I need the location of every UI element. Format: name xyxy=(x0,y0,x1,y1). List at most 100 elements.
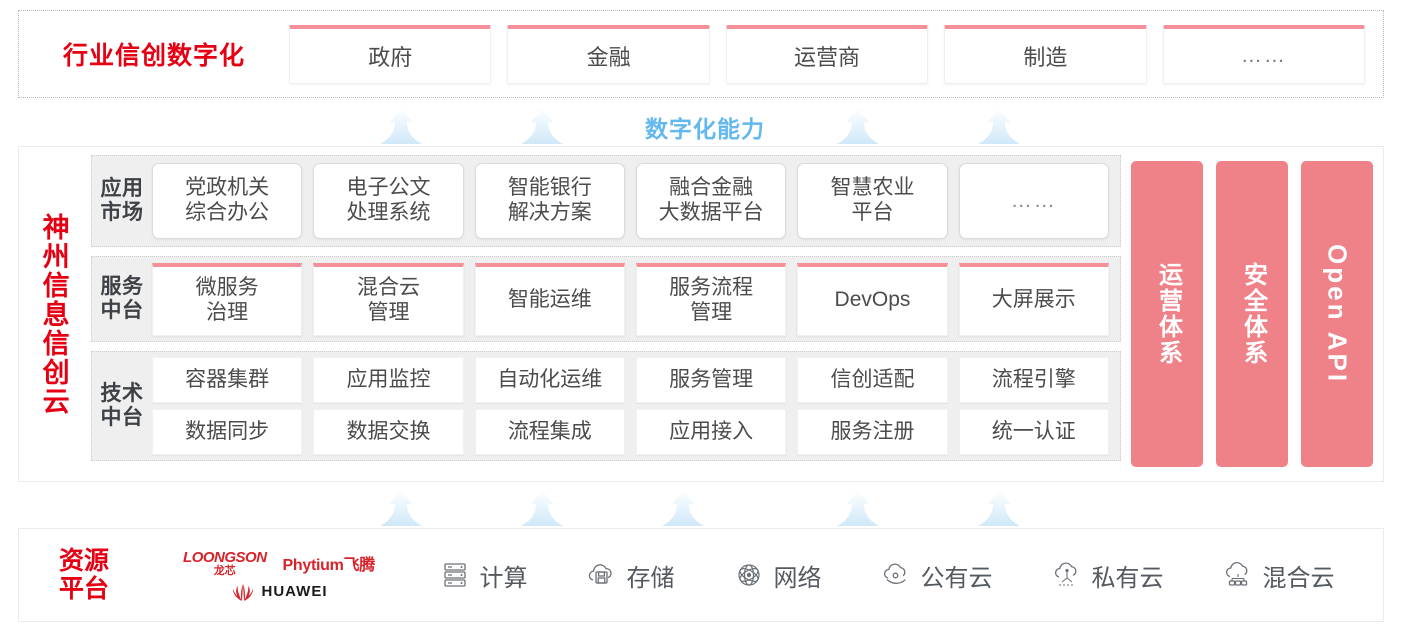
cell-line-2: 管理 xyxy=(690,300,733,324)
industry-box-government[interactable]: 政府 xyxy=(289,24,492,84)
cloud-title-char: 神州信息信创云 xyxy=(38,212,69,416)
technology-grid-row-1: 容器集群 应用监控 自动化运维 服务管理 信创适配 流程引擎 xyxy=(152,357,1109,403)
resource-item-storage[interactable]: 存储 xyxy=(585,558,675,593)
tech-cell-unified-auth[interactable]: 统一认证 xyxy=(958,409,1109,455)
tech-cell-automated-ops[interactable]: 自动化运维 xyxy=(474,357,625,403)
cell-line-2: 管理 xyxy=(367,300,410,324)
svc-cell-service-process-mgmt[interactable]: 服务流程管理 xyxy=(635,262,787,336)
pillar-open-api[interactable]: Open API xyxy=(1301,161,1373,467)
cell-line-1: 服务流程 xyxy=(669,275,754,299)
svc-cell-devops[interactable]: DevOps xyxy=(797,262,948,336)
label-line-2: 中台 xyxy=(100,406,144,429)
resource-item-label: 公有云 xyxy=(920,564,993,592)
technology-grid-row-2: 数据同步 数据交换 流程集成 应用接入 服务注册 统一认证 xyxy=(152,409,1109,455)
huawei-logo-text: HUAWEI xyxy=(261,583,328,600)
resource-title-line-2: 平台 xyxy=(58,575,109,603)
up-arrow-icon xyxy=(835,488,881,528)
cloud-section-title: 神州信息信创云 xyxy=(19,147,87,481)
cell-line-2: 治理 xyxy=(206,300,249,324)
pillar-label: 安全体系 xyxy=(1239,262,1267,366)
tech-cell-process-engine[interactable]: 流程引擎 xyxy=(958,357,1109,403)
svc-cell-microservice-governance[interactable]: 微服务治理 xyxy=(152,262,303,336)
tech-cell-xinchuang-adaptation[interactable]: 信创适配 xyxy=(797,357,948,403)
cell-line-1: 智能银行 xyxy=(507,176,592,200)
technology-platform-label: 技术 中台 xyxy=(92,382,152,429)
up-arrow-icon xyxy=(976,106,1022,146)
up-arrow-icon xyxy=(519,488,565,528)
resource-item-network[interactable]: 网络 xyxy=(732,558,822,593)
tech-cell-process-integration[interactable]: 流程集成 xyxy=(474,409,625,455)
loongson-logo: LOONGSON 龙芯 xyxy=(183,550,267,577)
resource-title-line-1: 资源 xyxy=(58,547,109,575)
service-platform-cells: 微服务治理 混合云管理 智能运维 服务流程管理 DevOps 大屏展示 xyxy=(152,262,1120,336)
phytium-logo: Phytium飞腾 xyxy=(282,557,376,574)
resource-item-public-cloud[interactable]: 公有云 xyxy=(879,558,993,593)
resource-item-hybrid-cloud[interactable]: 混合云 xyxy=(1221,558,1335,593)
industry-box-manufacturing[interactable]: 制造 xyxy=(944,24,1147,84)
tech-cell-data-sync[interactable]: 数据同步 xyxy=(152,409,303,455)
cell-line-2: 大数据平台 xyxy=(658,201,764,224)
pillar-operations-system[interactable]: 运营体系 xyxy=(1131,161,1203,467)
tech-cell-app-monitoring[interactable]: 应用监控 xyxy=(313,357,464,403)
pillar-security-system[interactable]: 安全体系 xyxy=(1216,161,1288,467)
tech-cell-data-exchange[interactable]: 数据交换 xyxy=(313,409,464,455)
technology-platform-grid: 容器集群 应用监控 自动化运维 服务管理 信创适配 流程引擎 数据同步 数据交换… xyxy=(152,357,1120,455)
application-market-label: 应用 市场 xyxy=(92,177,152,224)
service-platform-label: 服务 中台 xyxy=(92,275,152,322)
pillar-label: 运营体系 xyxy=(1154,262,1182,366)
private-cloud-icon xyxy=(1050,558,1084,592)
resource-item-list: 计算 存储 xyxy=(409,558,1383,593)
cloud-section: 神州信息信创云 应用 市场 党政机关综合办公 电子公文处理系统 xyxy=(18,146,1384,482)
app-cell-smart-agriculture[interactable]: 智慧农业平台 xyxy=(797,163,948,239)
resource-item-label: 计算 xyxy=(479,564,528,592)
app-cell-finance-bigdata[interactable]: 融合金融大数据平台 xyxy=(635,163,787,239)
app-cell-smart-bank[interactable]: 智能银行解决方案 xyxy=(474,163,625,239)
server-icon xyxy=(438,558,472,592)
tech-cell-service-mgmt[interactable]: 服务管理 xyxy=(635,357,787,403)
svc-cell-intelligent-ops[interactable]: 智能运维 xyxy=(474,262,625,336)
cloud-storage-icon xyxy=(585,558,619,592)
svc-cell-large-screen-display[interactable]: 大屏展示 xyxy=(958,262,1109,336)
pillar-label: Open API xyxy=(1322,243,1353,385)
cell-line-2: 解决方案 xyxy=(507,201,592,224)
application-market-cells: 党政机关综合办公 电子公文处理系统 智能银行解决方案 融合金融大数据平台 智慧农 xyxy=(152,163,1120,239)
app-cell-edoc-system[interactable]: 电子公文处理系统 xyxy=(313,163,464,239)
cell-line-1: 党政机关 xyxy=(185,176,270,200)
resource-arrow-band xyxy=(0,486,1402,528)
label-line-2: 中台 xyxy=(100,299,144,322)
tech-cell-service-registry[interactable]: 服务注册 xyxy=(797,409,948,455)
resource-item-compute[interactable]: 计算 xyxy=(438,558,528,593)
technology-platform-row: 技术 中台 容器集群 应用监控 自动化运维 服务管理 信创适配 流程引擎 xyxy=(91,351,1121,461)
app-cell-more[interactable]: …… xyxy=(958,163,1109,239)
label-line-2: 市场 xyxy=(100,201,144,224)
up-arrow-icon xyxy=(660,488,706,528)
app-cell-government-office[interactable]: 党政机关综合办公 xyxy=(152,163,303,239)
svc-cell-hybrid-cloud-mgmt[interactable]: 混合云管理 xyxy=(313,262,464,336)
pillar-list: 运营体系 安全体系 Open API xyxy=(1131,155,1373,473)
hybrid-cloud-icon xyxy=(1221,558,1255,592)
industry-box-list: 政府 金融 运营商 制造 …… xyxy=(289,24,1383,84)
cell-line-2: 平台 xyxy=(851,201,894,224)
vendor-logo-row-2: HUAWEI xyxy=(231,583,328,601)
application-market-row: 应用 市场 党政机关综合办公 电子公文处理系统 智能银行解决方案 xyxy=(91,155,1121,247)
cell-line-1: 微服务 xyxy=(195,275,259,299)
label-line-1: 服务 xyxy=(100,275,144,299)
resource-item-label: 存储 xyxy=(626,564,675,592)
loongson-logo-text: LOONGSON xyxy=(183,548,267,566)
vendor-logo-list: LOONGSON 龙芯 Phytium飞腾 HUAWEI xyxy=(149,550,409,601)
industry-box-carrier[interactable]: 运营商 xyxy=(725,24,929,84)
cell-line-1: 电子公文 xyxy=(346,176,431,200)
cloud-row-list: 应用 市场 党政机关综合办公 电子公文处理系统 智能银行解决方案 xyxy=(91,155,1121,473)
resource-section: 资源 平台 LOONGSON 龙芯 Phytium飞腾 xyxy=(18,528,1384,622)
resource-item-label: 混合云 xyxy=(1262,564,1335,592)
loongson-logo-cn: 龙芯 xyxy=(213,564,236,577)
industry-box-more[interactable]: …… xyxy=(1162,24,1366,84)
huawei-logo: HUAWEI xyxy=(231,583,328,601)
tech-cell-app-access[interactable]: 应用接入 xyxy=(635,409,787,455)
up-arrow-icon xyxy=(378,488,424,528)
resource-item-private-cloud[interactable]: 私有云 xyxy=(1050,558,1164,593)
tech-cell-container-cluster[interactable]: 容器集群 xyxy=(152,357,303,403)
cell-line-2: 处理系统 xyxy=(346,201,431,224)
industry-box-finance[interactable]: 金融 xyxy=(507,24,710,84)
network-icon xyxy=(732,558,766,592)
